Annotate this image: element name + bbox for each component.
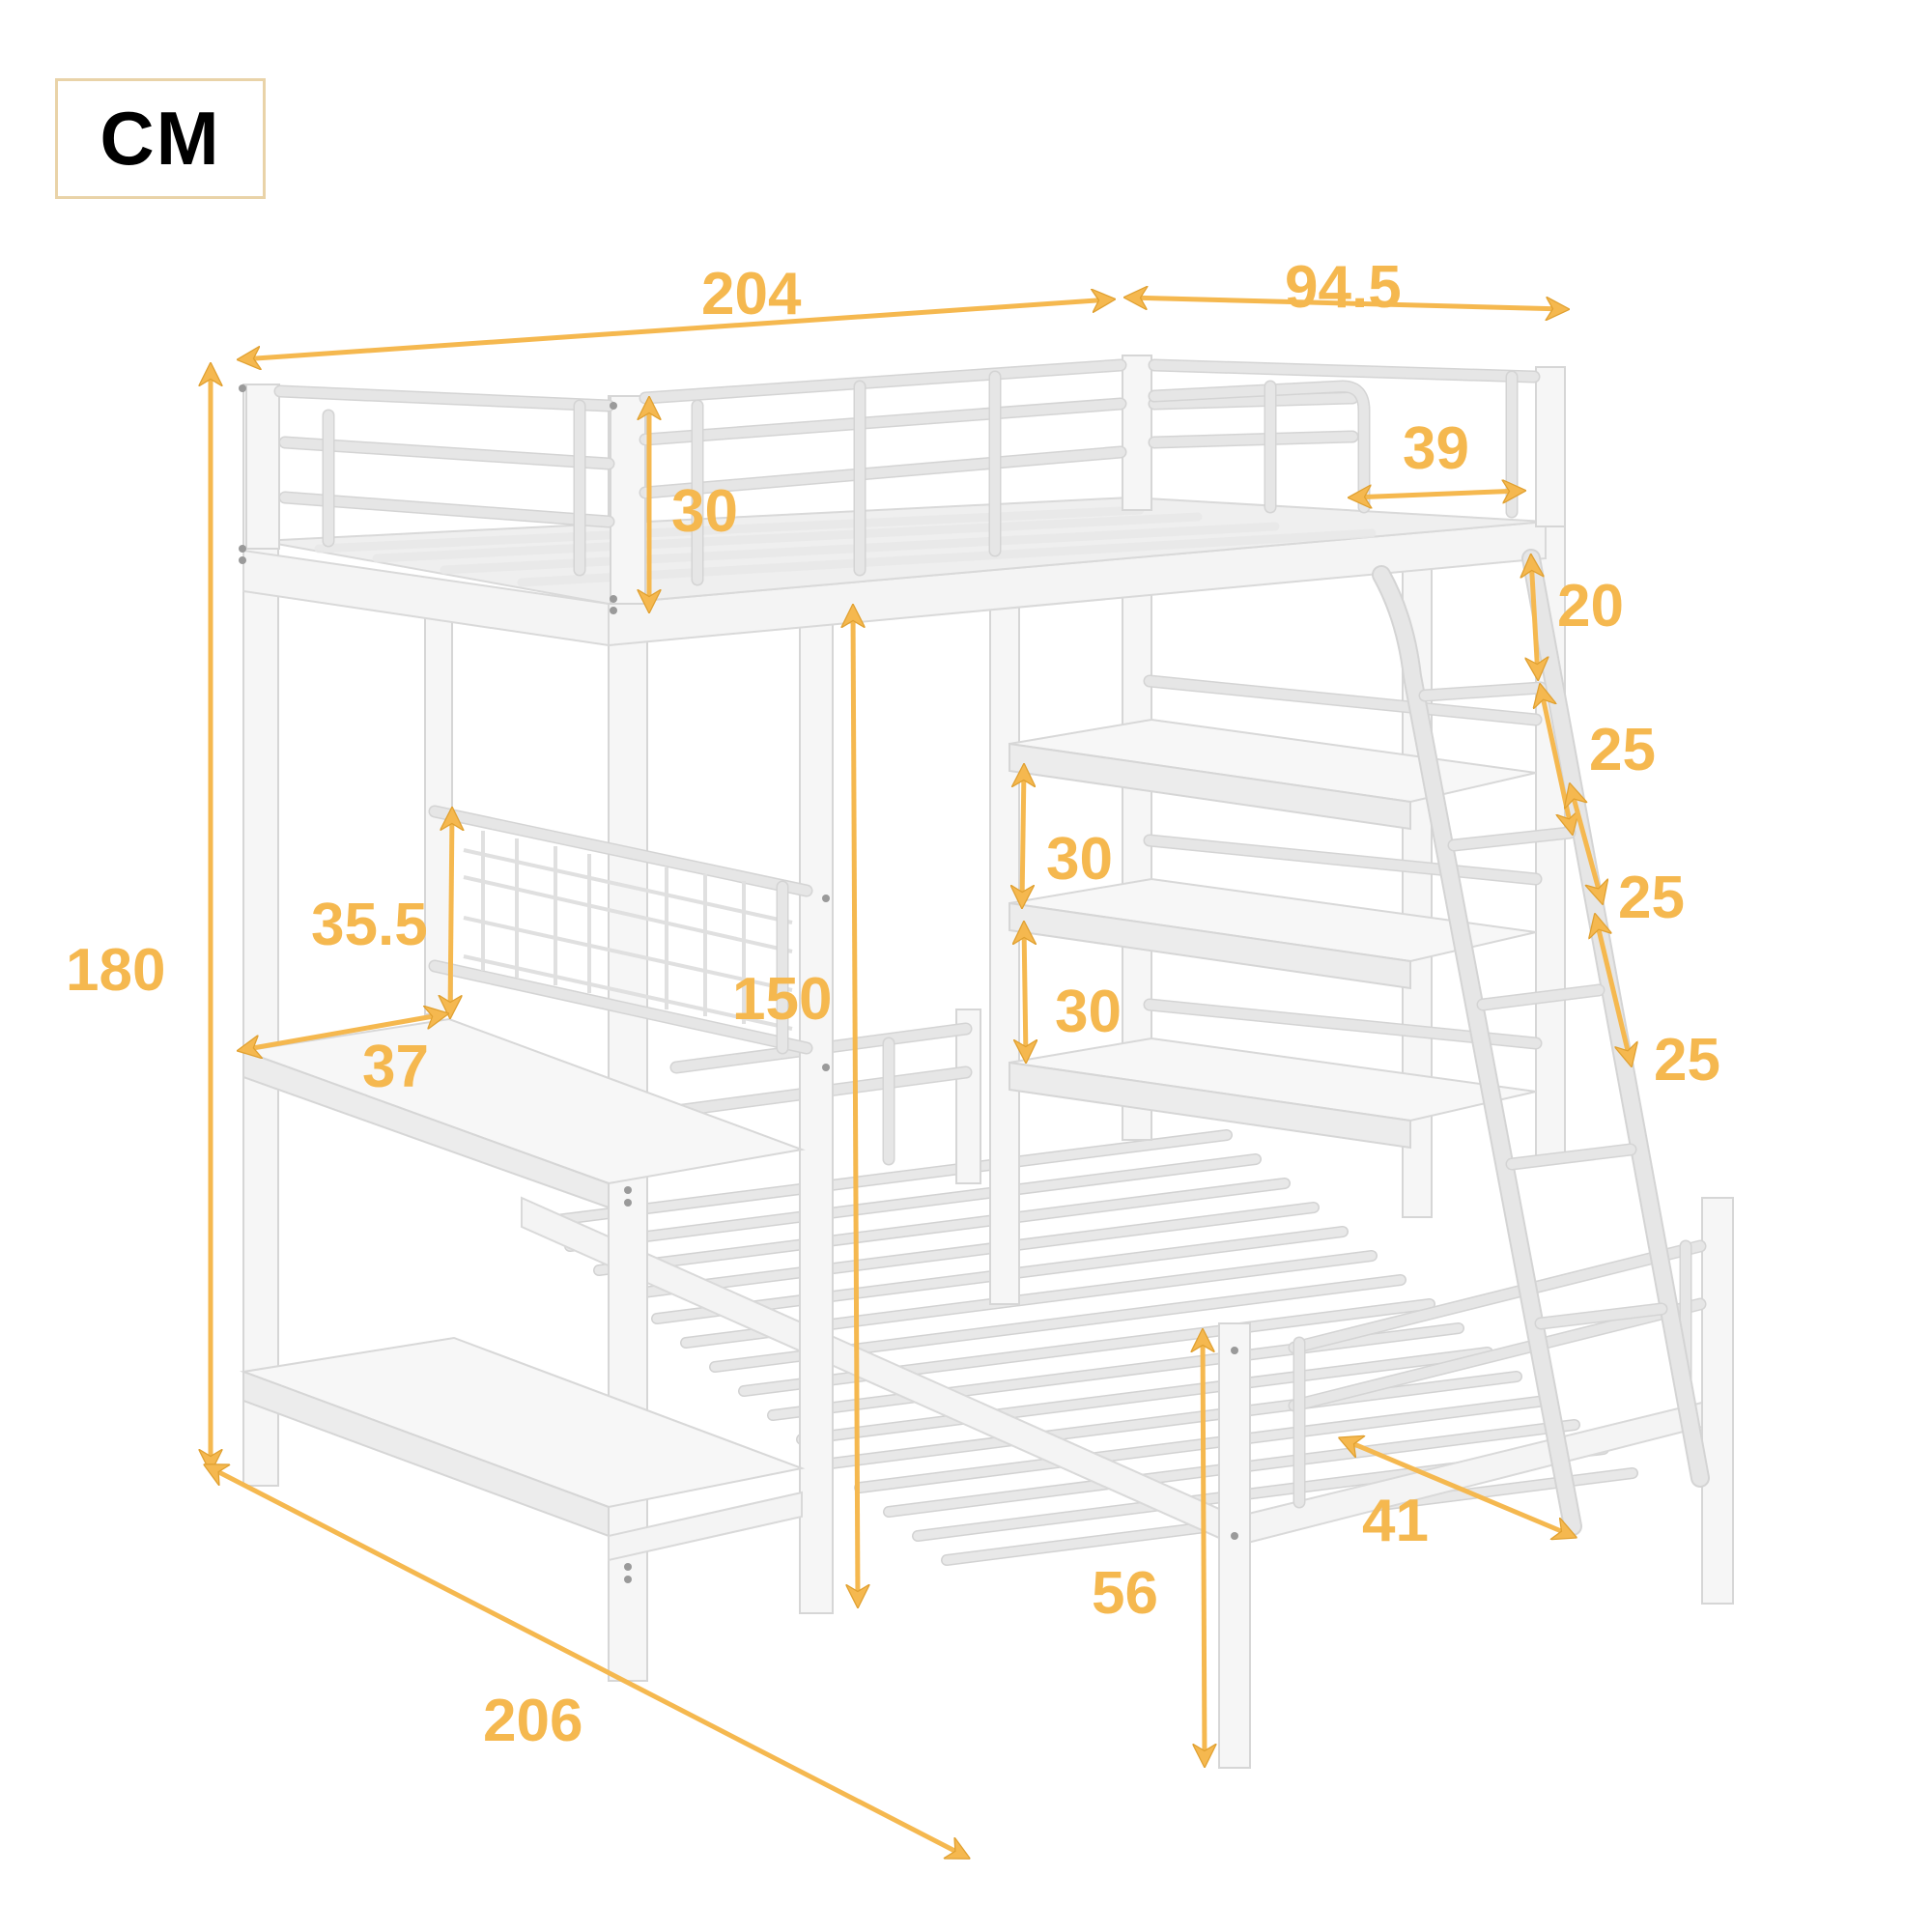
dimension-ladder-step-1: 25 xyxy=(1541,688,1656,831)
dimension-shelf-gap-upper: 30 xyxy=(1022,768,1113,904)
shelf-middle xyxy=(1009,834,1543,990)
dimension-label: 39 xyxy=(1403,415,1469,482)
double-arrow-icon xyxy=(242,1014,444,1050)
dimension-ladder-top-step: 20 xyxy=(1531,558,1624,676)
dimension-underbed-clearance: 150 xyxy=(732,609,858,1604)
double-arrow-icon xyxy=(1203,1333,1205,1763)
double-arrow-icon xyxy=(1343,1439,1573,1536)
dimension-label: 25 xyxy=(1654,1027,1720,1094)
dimension-label: 41 xyxy=(1362,1488,1429,1554)
dimension-total-length: 204 xyxy=(242,261,1111,359)
dimension-ladder-opening: 39 xyxy=(1352,415,1521,497)
dimension-label: 206 xyxy=(483,1688,582,1754)
dimension-label: 180 xyxy=(66,937,165,1004)
double-arrow-icon xyxy=(1596,918,1631,1063)
lower-bed xyxy=(521,1009,1734,1769)
dimension-label: 37 xyxy=(362,1034,429,1100)
dimension-label: 94.5 xyxy=(1285,254,1402,321)
double-arrow-icon xyxy=(1128,298,1565,309)
dimension-desk-depth: 37 xyxy=(242,1014,444,1100)
dimension-label: 30 xyxy=(671,478,738,545)
double-arrow-icon xyxy=(242,299,1111,359)
double-arrow-icon xyxy=(1022,768,1024,904)
dimension-desk-hutch-height: 35.5 xyxy=(311,811,452,1014)
dimension-annotations: 204 94.5 180 30 39 20 25 25 25 30 30 35.5 37 150 56 41 2… xyxy=(66,254,1720,1857)
double-arrow-icon xyxy=(1531,558,1538,676)
lower-bed-slats xyxy=(535,1129,1638,1566)
dimension-label: 30 xyxy=(1046,826,1113,893)
post-middle xyxy=(799,603,834,1614)
dimension-label: 150 xyxy=(732,966,832,1033)
double-arrow-icon xyxy=(450,811,452,1014)
double-arrow-icon xyxy=(208,1466,966,1857)
dimension-ladder-step-3: 25 xyxy=(1596,918,1720,1094)
unit-label-box: CM xyxy=(55,78,266,199)
desk-mesh-hutch xyxy=(428,805,813,1055)
side-shelves xyxy=(1009,674,1543,1150)
dimension-total-depth: 206 xyxy=(208,1466,966,1857)
double-arrow-icon xyxy=(1352,491,1521,497)
dimension-lower-bed-clearance: 41 xyxy=(1343,1439,1573,1554)
shelf-top xyxy=(1009,674,1543,831)
dimension-guardrail-height: 30 xyxy=(649,401,738,609)
dimension-label: 25 xyxy=(1589,717,1656,783)
dimension-label: 25 xyxy=(1618,865,1685,931)
dimension-label: 204 xyxy=(701,261,802,327)
dimension-total-height: 180 xyxy=(66,367,211,1468)
double-arrow-icon xyxy=(1024,925,1026,1059)
dimension-label: 35.5 xyxy=(311,892,428,958)
double-arrow-icon xyxy=(1571,787,1602,900)
dimension-shelf-gap-lower: 30 xyxy=(1024,925,1122,1059)
post-shelf-front xyxy=(989,588,1020,1305)
dimension-label: 20 xyxy=(1557,573,1624,639)
double-arrow-icon xyxy=(853,609,858,1604)
dimension-total-width: 94.5 xyxy=(1128,254,1565,321)
lower-bed-foot-rail xyxy=(1236,1399,1711,1548)
unit-label: CM xyxy=(99,96,221,181)
dimension-lower-bed-height: 56 xyxy=(1092,1333,1205,1763)
desk-top-edge xyxy=(242,1049,610,1209)
dimension-label: 30 xyxy=(1055,979,1122,1045)
dimension-label: 56 xyxy=(1092,1560,1158,1627)
